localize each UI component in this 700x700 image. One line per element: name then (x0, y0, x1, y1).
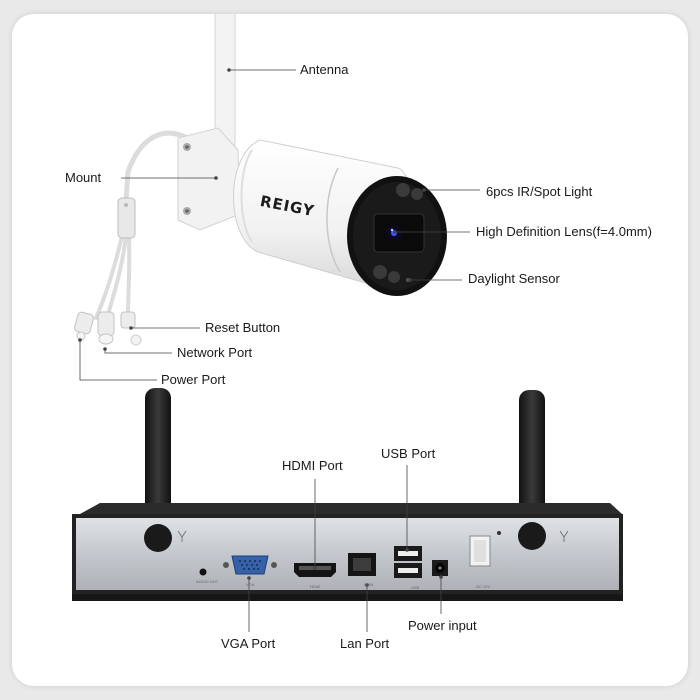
nvr-recorder (72, 503, 623, 601)
vga-panel-label: VGA (246, 582, 255, 587)
vga-port-label: VGA Port (221, 636, 276, 651)
power-input-label: Power input (408, 618, 477, 633)
diagram-canvas (72, 14, 623, 632)
product-diagram-card: REIGY AUDIO OUT VGA HDMI WAN USB DC 12V … (12, 14, 688, 686)
wifi-symbol-right (559, 530, 569, 542)
usb-connectors (394, 546, 422, 578)
audio-out-label: AUDIO OUT (196, 579, 219, 584)
power-port-plug (74, 311, 94, 341)
audio-out-jack (199, 568, 207, 576)
reset-button-label: Reset Button (205, 320, 281, 335)
dc-panel-label: DC 12V (476, 584, 491, 589)
antenna-label: Antenna (300, 62, 349, 77)
usb-panel-label: USB (411, 585, 420, 590)
mount-label: Mount (65, 170, 102, 185)
hdmi-panel-label: HDMI (310, 584, 321, 589)
ground-screw (497, 531, 501, 535)
camera-lens (373, 213, 425, 253)
power-port-label: Power Port (161, 372, 226, 387)
lan-panel-label: WAN (364, 582, 374, 587)
ir-light-label: 6pcs IR/Spot Light (486, 184, 593, 199)
lens-label: High Definition Lens(f=4.0mm) (476, 224, 652, 239)
hdmi-port-label: HDMI Port (282, 458, 343, 473)
network-port-plug (97, 311, 115, 345)
camera-mount (177, 127, 241, 231)
daylight-sensor-label: Daylight Sensor (468, 271, 560, 286)
vga-connector (223, 555, 277, 575)
usb-port-label: USB Port (381, 446, 436, 461)
cable-splitter (117, 197, 136, 239)
lan-connector (348, 553, 376, 576)
wifi-symbol-left (177, 530, 187, 542)
reset-button-plug (120, 311, 142, 346)
ir-spot-lights (373, 183, 423, 283)
lan-port-label: Lan Port (340, 636, 390, 651)
leader-dots (78, 68, 443, 587)
power-switch (469, 535, 491, 567)
network-port-label: Network Port (177, 345, 253, 360)
dc-power-jack (432, 560, 448, 576)
